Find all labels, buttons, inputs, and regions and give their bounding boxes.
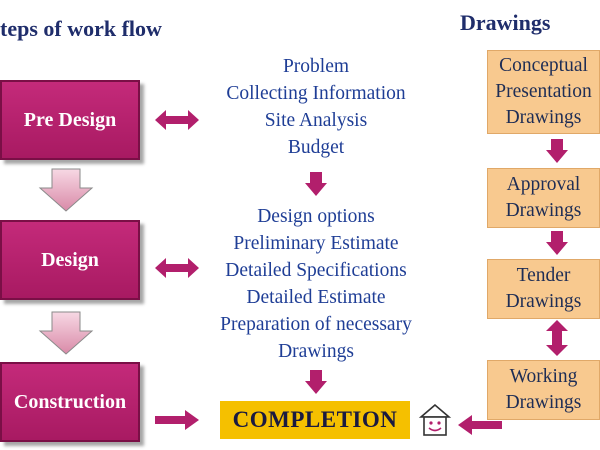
arrow-steps-down-2 [305,370,327,394]
step-item: Budget [287,137,345,158]
phase-construction: Construction [0,362,140,442]
drawing-line: Working [509,366,578,387]
phase-construction-label: Construction [13,390,127,413]
drawing-line: Presentation [495,81,592,102]
steps-title: teps of work flow [0,16,162,41]
drawing-double-arrow [546,320,568,356]
step-item: Preparation of necessary [220,314,412,335]
step-item: Drawings [278,341,354,362]
phase-design: Design [0,220,140,300]
drawing-line: Drawings [505,200,582,221]
drawing-box-approval: Approval Drawings [487,168,600,228]
step-item: Design options [257,206,375,227]
completion-box: COMPLETION [220,401,410,439]
step-item: Problem [282,56,350,77]
design-steps: Design options Preliminary Estimate Deta… [220,203,412,365]
drawing-down-arrow-1 [546,139,568,163]
drawing-line: Drawings [505,107,582,128]
phase-down-arrow-2 [38,311,94,355]
drawing-box-tender: Tender Drawings [487,259,600,319]
arrow-drawings-to-completion [458,415,502,435]
double-arrow-pre-design [155,110,199,130]
drawing-box-working: Working Drawings [487,360,600,420]
arrow-construction-to-completion [155,410,199,430]
step-item: Detailed Specifications [225,260,407,281]
drawing-box-conceptual: Conceptual Presentation Drawings [487,50,600,134]
phase-down-arrow-1 [38,168,94,212]
step-item: Detailed Estimate [246,287,386,308]
phase-pre-design-label: Pre Design [23,108,117,131]
phase-pre-design: Pre Design [0,80,140,160]
drawings-title: Drawings [460,10,551,35]
completion-label: COMPLETION [232,407,398,432]
drawing-line: Drawings [505,392,582,413]
drawing-line: Approval [506,174,581,195]
drawing-line: Conceptual [499,55,588,76]
house-face-icon [418,403,452,436]
drawing-down-arrow-2 [546,231,568,255]
step-item: Preliminary Estimate [233,233,399,254]
pre-design-steps: Problem Collecting Information Site Anal… [226,53,405,161]
drawing-line: Drawings [505,291,582,312]
step-item: Collecting Information [226,83,406,104]
phase-design-label: Design [41,248,99,271]
arrow-steps-down-1 [305,172,327,196]
step-item: Site Analysis [264,110,368,131]
drawing-line: Tender [516,265,571,286]
double-arrow-design [155,258,199,278]
